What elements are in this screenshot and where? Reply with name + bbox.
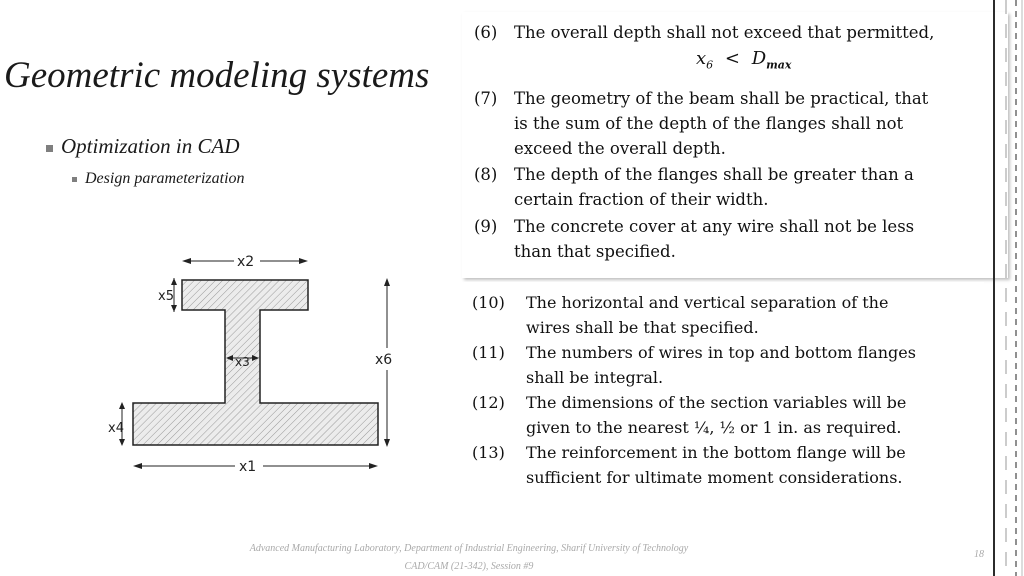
- constraint-number: (13): [472, 443, 505, 462]
- constraint-text-line: wires shall be that specified.: [526, 318, 759, 337]
- constraint-number: (9): [474, 217, 498, 236]
- math-expression: x6 < Dmax: [696, 48, 792, 72]
- constraint-text-line: exceed the overall depth.: [514, 139, 726, 158]
- constraint-text-line: The geometry of the beam shall be practi…: [514, 89, 929, 108]
- dimension-x6: x6: [375, 278, 392, 447]
- footer-university: Sharif University of Technology: [561, 543, 689, 554]
- label-x3: x3: [235, 355, 250, 369]
- constraint-text-line: The numbers of wires in top and bottom f…: [526, 343, 916, 362]
- constraint-text-line: certain fraction of their width.: [514, 190, 769, 209]
- footer-lab: Advanced Manufacturing Laboratory, Depar…: [249, 543, 559, 554]
- constraint-text-line: The dimensions of the section variables …: [526, 393, 907, 412]
- dimension-x1: x1: [133, 459, 378, 475]
- constraint-number: (10): [472, 293, 505, 312]
- constraint-number: (7): [474, 89, 498, 108]
- constraint-text-line: is the sum of the depth of the flanges s…: [514, 114, 904, 133]
- constraint-text-line: shall be integral.: [526, 368, 664, 387]
- constraint-number: (6): [474, 23, 498, 42]
- label-x5: x5: [158, 289, 174, 304]
- label-x2: x2: [237, 254, 254, 270]
- bullet-level1-text: Optimization in CAD: [61, 134, 240, 158]
- constraint-number: (11): [472, 343, 505, 362]
- label-x1: x1: [239, 459, 256, 475]
- constraint-text-line: The depth of the flanges shall be greate…: [514, 165, 914, 184]
- constraint-number: (8): [474, 165, 498, 184]
- scanned-constraints-top: (6) The overall depth shall not exceed t…: [462, 12, 1008, 278]
- constraint-number: (12): [472, 393, 505, 412]
- constraint-text-line: The horizontal and vertical separation o…: [526, 293, 889, 312]
- decorative-edge: [993, 0, 1023, 576]
- slide-title: Geometric modeling systems: [4, 55, 430, 96]
- dimension-x4: x4: [108, 402, 125, 446]
- constraint-text-line: than that specified.: [514, 242, 676, 261]
- bullet-square-small-icon: [72, 176, 77, 182]
- constraint-text-line: given to the nearest ¼, ½ or 1 in. as re…: [526, 418, 902, 437]
- i-beam-section-diagram: x2 x5 x3 x6 x4 x1: [108, 254, 392, 475]
- bullet-level1: Optimization in CAD: [46, 134, 240, 159]
- bullet-level2-text: Design parameterization: [85, 170, 245, 187]
- dimension-x3: x3: [226, 355, 259, 369]
- constraint-text-line: The reinforcement in the bottom flange w…: [526, 443, 906, 462]
- page-number: 18: [974, 549, 984, 560]
- dimension-x5: x5: [158, 278, 177, 312]
- label-x6: x6: [375, 352, 392, 368]
- constraint-text-line: The concrete cover at any wire shall not…: [514, 217, 915, 236]
- bullet-level2: Design parameterization: [72, 170, 245, 188]
- scanned-constraints-bottom: (10) The horizontal and vertical separat…: [464, 282, 984, 494]
- constraint-text-line: The overall depth shall not exceed that …: [514, 23, 935, 42]
- label-x4: x4: [108, 421, 124, 436]
- dimension-x2: x2: [182, 254, 308, 270]
- footer-line1: Advanced Manufacturing Laboratory, Depar…: [0, 543, 938, 554]
- constraint-text-line: sufficient for ultimate moment considera…: [526, 468, 903, 487]
- i-beam-section: [132, 279, 379, 446]
- bullet-square-icon: [46, 144, 53, 152]
- footer-line2: CAD/CAM (21-342), Session #9: [404, 561, 534, 572]
